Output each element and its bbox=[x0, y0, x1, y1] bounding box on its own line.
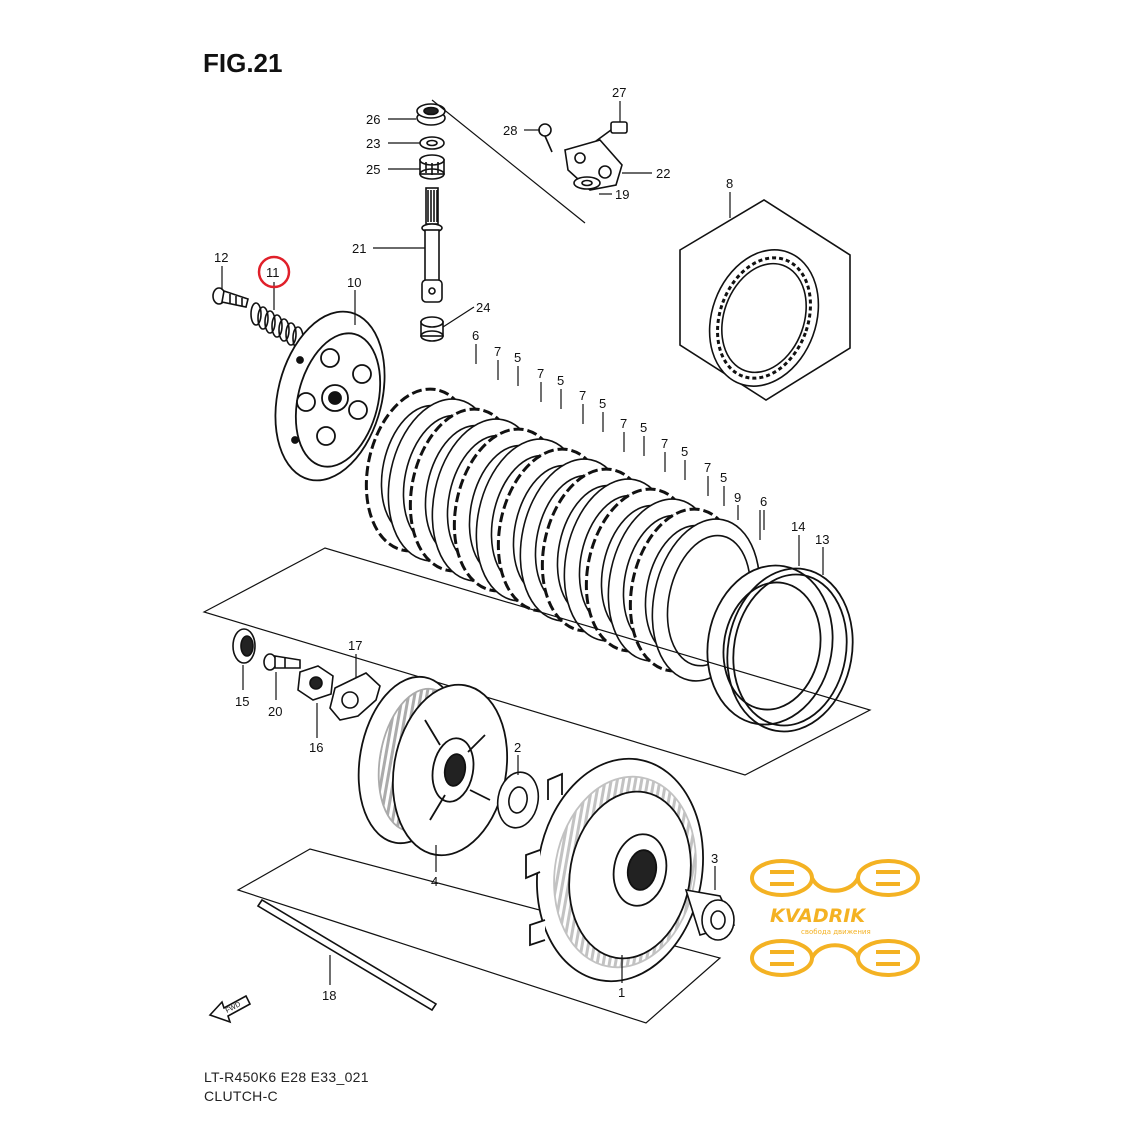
lock-washer-17 bbox=[329, 672, 381, 721]
release-lever-bracket bbox=[538, 121, 628, 191]
callout-12: 12 bbox=[214, 250, 228, 265]
bolt-12 bbox=[212, 287, 249, 308]
plate-callout: 7 bbox=[579, 388, 586, 403]
callout-2: 2 bbox=[514, 740, 521, 755]
thrust-washer-2 bbox=[496, 771, 540, 829]
plate-callout: 6 bbox=[472, 328, 479, 343]
plate-callout: 5 bbox=[720, 470, 727, 485]
bearing-15 bbox=[232, 628, 256, 664]
plate-callout: 5 bbox=[681, 444, 688, 459]
spring-washer-14 bbox=[706, 564, 834, 726]
callout-23: 23 bbox=[366, 136, 380, 151]
callout-17: 17 bbox=[348, 638, 362, 653]
washer-23 bbox=[419, 136, 445, 150]
callout-25: 25 bbox=[366, 162, 380, 177]
forward-direction-arrow-icon: FWD bbox=[208, 994, 252, 1024]
callout-27: 27 bbox=[612, 85, 626, 100]
callout-1: 1 bbox=[618, 985, 625, 1000]
callout-13: 13 bbox=[815, 532, 829, 547]
friction-plate-detail-8 bbox=[679, 199, 851, 401]
assembly-frame-lower bbox=[236, 848, 722, 1024]
clutch-plate-stack bbox=[364, 387, 761, 682]
highlight-circle bbox=[257, 255, 291, 289]
callout-8: 8 bbox=[726, 176, 733, 191]
plate-callout: 6 bbox=[760, 494, 767, 509]
oil-seal-26 bbox=[416, 103, 446, 126]
callout-11: 11 bbox=[266, 265, 280, 280]
plate-callout: 7 bbox=[494, 344, 501, 359]
spring-11 bbox=[250, 302, 304, 350]
section-name: CLUTCH-C bbox=[204, 1088, 278, 1104]
watermark-tagline: свобода движения bbox=[801, 928, 871, 936]
bolt-20 bbox=[263, 653, 301, 671]
push-rod-18 bbox=[256, 898, 438, 1012]
watermark-brand: KVADRIK bbox=[770, 905, 866, 927]
callout-19: 19 bbox=[615, 187, 629, 202]
atv-tire-icon bbox=[750, 859, 920, 977]
release-shaft-assembly bbox=[416, 103, 446, 342]
callout-4: 4 bbox=[431, 874, 438, 889]
plate-callout: 5 bbox=[514, 350, 521, 365]
nut-16 bbox=[297, 665, 334, 701]
bearing-25 bbox=[419, 154, 445, 180]
callout-26: 26 bbox=[366, 112, 380, 127]
assembly-frame-upper bbox=[202, 547, 872, 776]
callout-14: 14 bbox=[791, 519, 805, 534]
plate-callout: 5 bbox=[557, 373, 564, 388]
release-shaft-21 bbox=[421, 187, 443, 303]
plate-callout: 5 bbox=[640, 420, 647, 435]
watermark-logo: KVADRIK свобода движения bbox=[750, 859, 920, 977]
plate-callout: 7 bbox=[704, 460, 711, 475]
callout-20: 20 bbox=[268, 704, 282, 719]
model-code: LT-R450K6 E28 E33_021 bbox=[204, 1069, 369, 1085]
callout-24: 24 bbox=[476, 300, 490, 315]
callout-15: 15 bbox=[235, 694, 249, 709]
pressure-plate-10 bbox=[274, 310, 386, 482]
callout-28: 28 bbox=[503, 123, 517, 138]
plate-callout: 7 bbox=[661, 436, 668, 451]
callout-numbers: 1 2 3 4 8 9 10 11 12 13 14 15 16 17 18 1… bbox=[214, 85, 829, 1003]
reference-line bbox=[431, 99, 586, 224]
hub-fasteners bbox=[232, 628, 381, 721]
callout-9: 9 bbox=[734, 490, 741, 505]
plate-callout: 5 bbox=[599, 396, 606, 411]
callout-21: 21 bbox=[352, 241, 366, 256]
sleeve-hub-4 bbox=[357, 675, 509, 857]
clutch-housing-1 bbox=[525, 757, 704, 983]
callout-16: 16 bbox=[309, 740, 323, 755]
callout-3: 3 bbox=[711, 851, 718, 866]
figure-title: FIG.21 bbox=[203, 48, 283, 78]
spacer-3 bbox=[684, 888, 736, 941]
spring-seat-13 bbox=[726, 567, 854, 733]
plate-callout: 7 bbox=[620, 416, 627, 431]
bearing-24 bbox=[420, 316, 444, 342]
clutch-spring-bolt-assembly bbox=[212, 287, 304, 350]
callout-18: 18 bbox=[322, 988, 336, 1003]
plate-callout: 7 bbox=[537, 366, 544, 381]
leader-lines bbox=[221, 101, 824, 985]
callout-22: 22 bbox=[656, 166, 670, 181]
callout-10: 10 bbox=[347, 275, 361, 290]
